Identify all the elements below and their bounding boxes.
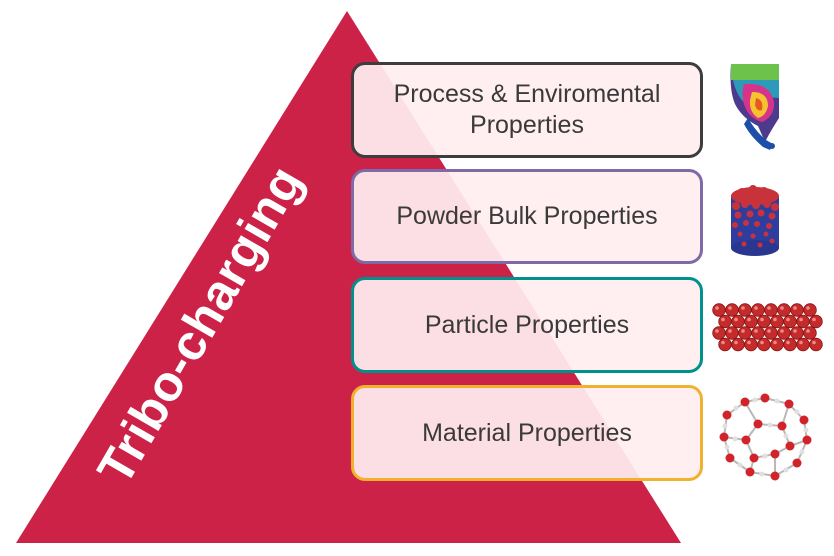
molecular-structure-icon xyxy=(719,393,812,481)
powder-bulk-properties-box: Powder Bulk Properties xyxy=(351,169,703,264)
particle-properties-box: Particle Properties xyxy=(351,277,703,373)
level-label-line1: Particle Properties xyxy=(424,310,630,339)
particle-array-icon xyxy=(712,303,823,352)
process-environmental-properties-box: Process & Enviromental Properties xyxy=(351,62,703,158)
material-properties-box: Material Properties xyxy=(351,385,703,481)
level-label-line1: Material Properties xyxy=(422,418,632,447)
gas-solid-flow-simulation-icon xyxy=(730,64,779,150)
powder-bulk-cylinder-icon xyxy=(731,185,779,256)
level-label-line1: Powder Bulk Properties xyxy=(396,202,658,230)
level-label-line1: Process & Enviromental xyxy=(393,80,661,108)
level-label-line2: Properties xyxy=(470,111,584,139)
